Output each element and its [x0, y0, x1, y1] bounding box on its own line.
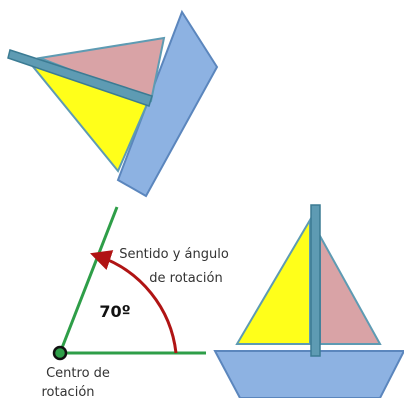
rotation-arc-arrow: [90, 250, 178, 354]
rotation-construction: [52, 206, 206, 361]
original-boat-mast: [310, 204, 321, 357]
center-label-line2: rotación: [41, 385, 94, 398]
rotation-center-point: [52, 345, 68, 361]
reference-line-rotated: [58, 206, 119, 354]
center-label-line1: Centro de: [46, 366, 110, 381]
angle-label: 70º: [99, 302, 130, 321]
original-boat: [213, 204, 404, 398]
rotated-boat-mast: [7, 49, 153, 107]
original-boat-hull: [213, 350, 404, 398]
original-boat-yellow-sail: [235, 216, 311, 345]
original-boat-pink-sail: [319, 232, 382, 345]
rotated-boat: [7, 9, 219, 198]
direction-label-line2: de rotación: [149, 271, 222, 286]
direction-label-line1: Sentido y ángulo: [119, 247, 229, 262]
